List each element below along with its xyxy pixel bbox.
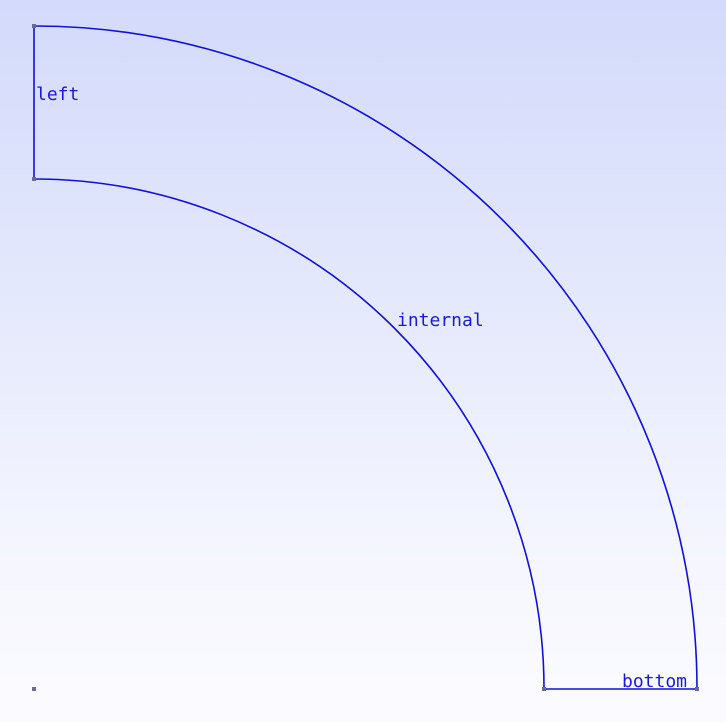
internal-arc-edge[interactable] (33, 178, 545, 690)
vertex-outer-bottom[interactable] (695, 687, 699, 691)
origin-point[interactable] (32, 687, 36, 691)
internal-edge-label: internal (397, 310, 484, 331)
left-edge-label: left (36, 84, 79, 105)
bottom-edge-label: bottom (622, 671, 687, 692)
vertex-inner-bottom[interactable] (542, 687, 546, 691)
outer-arc-edge[interactable] (33, 25, 698, 690)
vertex-inner-left[interactable] (32, 177, 36, 181)
vertex-top-left[interactable] (32, 24, 36, 28)
